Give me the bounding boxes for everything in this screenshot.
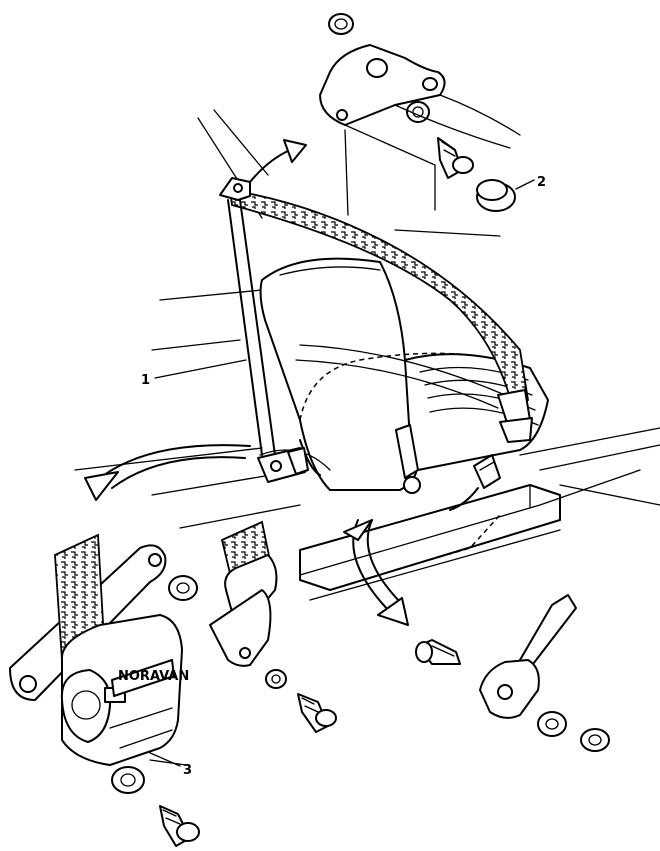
seat-buckle (449, 454, 501, 511)
hardware-washer-left (168, 575, 198, 601)
hardware-washer-right-1 (537, 711, 567, 737)
callout-label-2: 2 (537, 175, 546, 190)
inertia-reel-mounted (257, 447, 309, 483)
callout-1: 1 (141, 359, 247, 388)
upper-bolt (437, 137, 474, 179)
buckle-stalk-plate (479, 594, 577, 719)
hardware-bolt-bottom (159, 805, 200, 847)
callout-3: 3 (147, 751, 192, 778)
seat-belt-webbing (228, 187, 533, 443)
hardware-spacer-center (265, 669, 287, 689)
upper-anchor-plate-detail (319, 13, 521, 216)
callout-label-3: 3 (183, 763, 192, 778)
callout-2: 2 (537, 175, 546, 190)
hardware-bolt-center (297, 693, 337, 733)
vehicle-body-lines (74, 109, 660, 601)
hardware-washer-bottom (111, 766, 145, 794)
exploded-view-arrows (84, 444, 409, 626)
upper-pillar-anchor (219, 177, 276, 456)
callout-label-1: 1 (141, 373, 150, 388)
retractor-assembly: NORAVAN (9, 533, 189, 766)
floor-rail (299, 484, 561, 591)
webbing-tongue-assembly (209, 520, 278, 667)
anchor-cover-cap (476, 179, 535, 212)
detail-arrow-upper (249, 139, 307, 183)
hardware-washer-right-2 (580, 728, 610, 752)
retractor-brand-label: NORAVAN (118, 669, 189, 684)
stalk-bolt-right (415, 639, 461, 665)
